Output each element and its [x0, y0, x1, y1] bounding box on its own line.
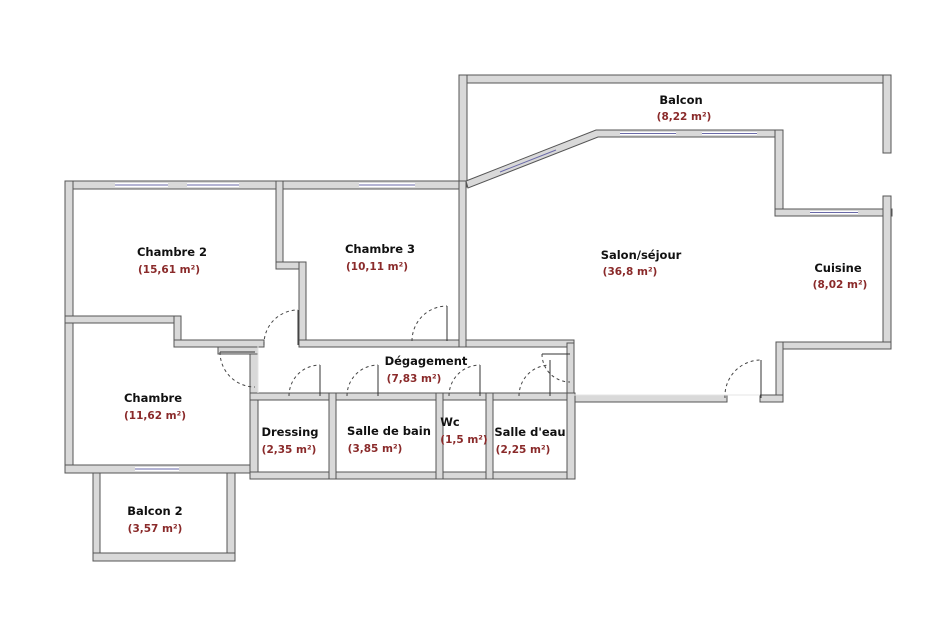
wall-salon-diagonal [465, 129, 783, 189]
wall-cuisine-right [882, 195, 892, 350]
wall-balcon-right [882, 74, 892, 154]
wall-chambre3-right [458, 180, 467, 348]
wall-sde-right [566, 392, 576, 480]
door-sde-arc [518, 364, 551, 397]
room-name-chambre: Chambre [124, 391, 182, 405]
room-area-degagement: (7,83 m²) [387, 373, 442, 385]
wall-balcon2-bottom [92, 552, 236, 562]
wall-chambre-top-stub [217, 346, 259, 355]
door-salon-arc [541, 353, 571, 383]
wall-salon-right-upper [774, 129, 784, 217]
room-name-chambre-3: Chambre 3 [345, 242, 415, 256]
wall-salon-bottom-left [566, 394, 728, 403]
wall-cuisine-step [775, 341, 784, 403]
walls [64, 74, 893, 562]
door-wc-arc [448, 364, 481, 397]
wall-services-bottom [249, 471, 576, 480]
wall-salon-left-lower [566, 342, 575, 402]
room-area-salle-de-bain: (3,85 m²) [348, 443, 403, 455]
wall-balcon-left [458, 74, 468, 188]
wall-balcon2-left [92, 472, 101, 562]
room-area-balcon: (8,22 m²) [657, 111, 712, 123]
wall-cuisine-bottom [775, 341, 892, 350]
wall-salon-bottom-right [759, 394, 784, 403]
wall-chambre2-bottom-b [173, 339, 265, 348]
door-chambre3-arc [411, 305, 448, 342]
room-name-balcon: Balcon [659, 93, 702, 107]
wall-chambre2-bottom-a [64, 315, 181, 324]
door-salon-bottom-arc [724, 359, 762, 399]
wall-chambre3-bottom [298, 339, 575, 348]
room-name-salon: Salon/séjour [601, 248, 682, 262]
room-area-chambre-2: (15,61 m²) [138, 264, 200, 276]
room-name-dressing: Dressing [261, 425, 318, 439]
room-area-salon: (36,8 m²) [603, 266, 658, 278]
door-dressing-arc [288, 364, 321, 397]
room-name-salle-de-bain: Salle de bain [347, 424, 431, 438]
wall-left-outer [64, 180, 74, 474]
room-name-wc: Wc [440, 415, 460, 429]
room-area-balcon-2: (3,57 m²) [128, 523, 183, 535]
room-name-cuisine: Cuisine [814, 261, 862, 275]
door-chambre-arc [219, 351, 256, 388]
windows [115, 132, 858, 471]
wall-c2-c3-lower [298, 261, 307, 348]
room-area-chambre-3: (10,11 m²) [346, 261, 408, 273]
window-salon-diagonal [499, 149, 557, 173]
door-chambre2-arc [263, 309, 299, 346]
room-area-wc: (1,5 m²) [440, 434, 487, 446]
room-area-salle-d-eau: (2,25 m²) [496, 444, 551, 456]
wall-chambre-right [249, 346, 259, 474]
room-area-chambre: (11,62 m²) [124, 410, 186, 422]
wall-sdb-wc [435, 392, 444, 480]
wall-balcon2-right [226, 472, 236, 562]
room-labels: Balcon (8,22 m²) Chambre 2 (15,61 m²) Ch… [124, 93, 867, 535]
wall-services-top [249, 392, 576, 401]
room-name-balcon-2: Balcon 2 [127, 504, 182, 518]
wall-c2-c3-upper [275, 180, 284, 270]
wall-balcon-top [458, 74, 892, 84]
openings [257, 346, 760, 396]
room-area-cuisine: (8,02 m²) [813, 279, 868, 291]
room-name-salle-d-eau: Salle d'eau [494, 425, 565, 439]
doors [219, 305, 762, 399]
room-area-dressing: (2,35 m²) [262, 444, 317, 456]
room-name-chambre-2: Chambre 2 [137, 245, 207, 259]
door-sdb-arc [346, 364, 379, 397]
wall-dressing-sdb [328, 392, 337, 480]
wall-wc-sde [485, 392, 494, 480]
room-name-degagement: Dégagement [385, 354, 468, 368]
